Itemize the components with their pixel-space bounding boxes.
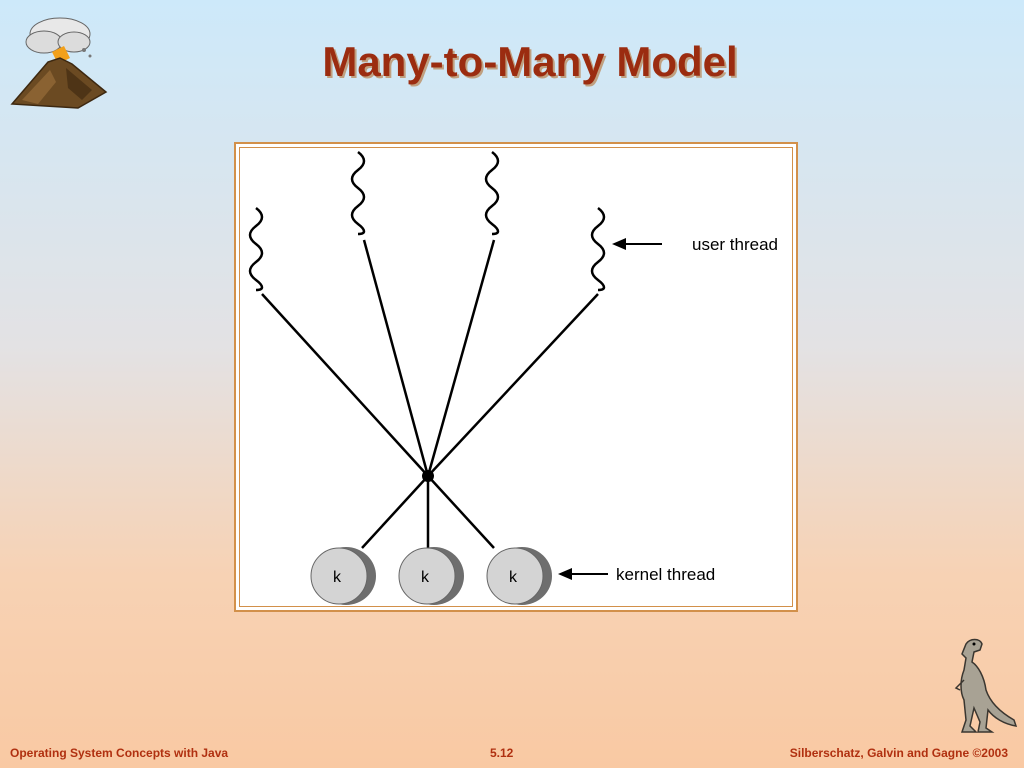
dinosaur-logo-icon <box>954 638 1018 733</box>
diagram-inner-border <box>239 147 793 607</box>
connector-line <box>362 239 430 477</box>
connector-line <box>427 475 495 549</box>
kernel-thread: k <box>398 547 464 605</box>
kernel-thread-text: kernel thread <box>616 565 715 584</box>
user-thread-icon <box>590 207 606 292</box>
user-thread-icon <box>484 151 500 236</box>
footer-slide-number: 5.12 <box>490 746 514 760</box>
kernel-thread-label: k <box>421 569 430 586</box>
arrowhead-icon <box>612 238 626 250</box>
kernel-thread: k <box>310 547 376 605</box>
diagram-frame: user thread k k k kernel thread <box>234 142 798 612</box>
connector-line <box>361 475 429 549</box>
user-thread-icon <box>350 151 366 236</box>
page-title: Many-to-Many Model <box>322 38 738 85</box>
footer-copyright: Silberschatz, Galvin and Gagne ©2003 <box>789 746 1008 760</box>
user-thread-icon <box>248 207 264 292</box>
user-thread-label: user thread <box>692 235 778 254</box>
kernel-thread-label: k <box>509 569 518 586</box>
connector-line <box>426 239 496 477</box>
connector-line <box>427 293 599 477</box>
connector-line <box>261 293 429 477</box>
many-to-many-diagram: user thread k k k kernel thread <box>248 151 778 605</box>
volcano-logo-icon <box>10 17 108 109</box>
kernel-thread-label: k <box>333 569 342 586</box>
footer-course-title: Operating System Concepts with Java <box>10 746 229 760</box>
multiplexer-node <box>422 470 434 482</box>
kernel-thread: k <box>486 547 552 605</box>
arrowhead-icon <box>558 568 572 580</box>
